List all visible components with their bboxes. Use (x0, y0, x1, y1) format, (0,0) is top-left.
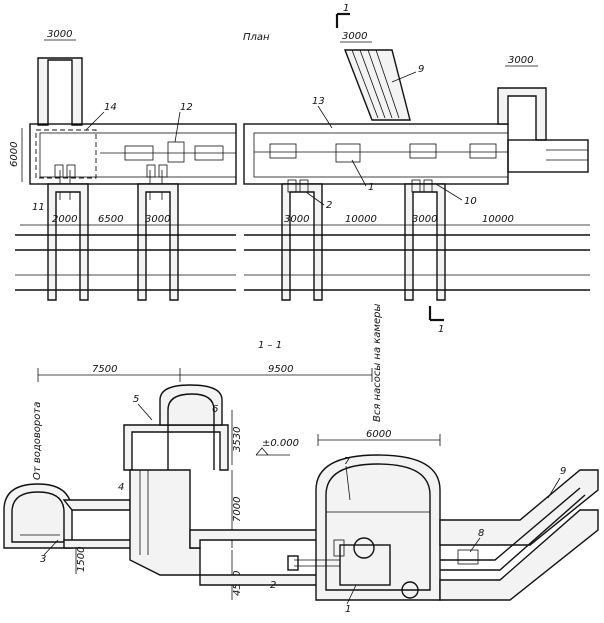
plan-bay (404, 183, 446, 301)
discharge-gallery (439, 469, 599, 546)
dim-bay1: 2000 (52, 214, 77, 225)
upper-chamber-wall (123, 424, 229, 471)
dim-height-upper: 3530 (232, 427, 243, 452)
plan-view: План (9, 3, 590, 335)
callout-9: 9 (560, 466, 566, 477)
pump-unit (409, 143, 437, 159)
dim-top-pipes: 3000 (342, 31, 367, 42)
section-view: 1 – 1 7500 9500 От водоворота 5 6 4 3 (3, 304, 599, 615)
plan-left-shaft (37, 57, 83, 126)
section-mark-bottom: 1 (438, 324, 444, 335)
pump-base (339, 544, 391, 586)
plan-title: План (243, 32, 270, 43)
plan-bay (47, 183, 89, 301)
plan-right-block (243, 49, 590, 301)
gate-valve (401, 581, 419, 599)
callout-4: 4 (118, 482, 124, 493)
callout-10: 10 (464, 196, 477, 207)
dim-left-span: 7500 (92, 364, 117, 375)
plan-dimensions: 3000 3000 3000 6000 2000 6500 3000 3000 … (9, 29, 590, 226)
section-title: 1 – 1 (258, 340, 282, 351)
callout-6: 6 (212, 404, 218, 415)
callout-2: 2 (270, 580, 276, 591)
callout-2: 2 (326, 200, 332, 211)
callout-7: 7 (344, 456, 351, 467)
dim-bay6: 3000 (412, 214, 437, 225)
callout-1: 1 (345, 604, 351, 615)
dim-right-span: 9500 (268, 364, 293, 375)
callout-8: 8 (478, 528, 484, 539)
pump-unit (335, 143, 361, 163)
plan-bay (281, 183, 323, 301)
callout-13: 13 (312, 96, 325, 107)
valve-unit (167, 141, 185, 163)
dim-bay5: 10000 (345, 214, 377, 225)
plan-left-block (15, 57, 237, 301)
check-valve (457, 549, 479, 565)
left-tunnel (3, 483, 73, 549)
section-markers: 1 1 (335, 3, 444, 335)
side-label-left: От водоворота (32, 402, 43, 480)
dome-chamber (159, 384, 223, 426)
callout-1: 1 (368, 182, 374, 193)
dim-bay7: 10000 (482, 214, 514, 225)
dim-bay3: 3000 (145, 214, 170, 225)
pump-unit (269, 143, 297, 159)
plan-pipe-bundle (343, 49, 411, 121)
pump-impeller (353, 537, 375, 559)
callout-11: 11 (32, 202, 45, 213)
callout-5: 5 (133, 394, 139, 405)
section-mark-top: 1 (343, 3, 349, 14)
dim-height-left: 6000 (9, 142, 20, 167)
callout-12: 12 (180, 102, 193, 113)
callout-14: 14 (104, 102, 117, 113)
dim-height-mid: 7000 (232, 497, 243, 522)
dim-top-right-shaft: 3000 (508, 55, 533, 66)
level-zero: ±0.000 (262, 438, 299, 449)
callout-3: 3 (40, 554, 46, 565)
dim-bay4: 3000 (284, 214, 309, 225)
plan-bay (137, 183, 179, 301)
plan-right-shaft (497, 87, 547, 141)
dim-pipe-depth: 1500 (76, 547, 87, 572)
side-label-right: Вся насосы на камеры (372, 304, 383, 422)
plan-callouts: 14 12 11 13 9 1 2 10 (32, 64, 477, 213)
callout-9: 9 (418, 64, 424, 75)
pump-unit (469, 143, 497, 159)
dim-chamber-width: 6000 (366, 429, 391, 440)
dim-left-shaft: 3000 (47, 29, 72, 40)
dim-bay2: 6500 (98, 214, 123, 225)
